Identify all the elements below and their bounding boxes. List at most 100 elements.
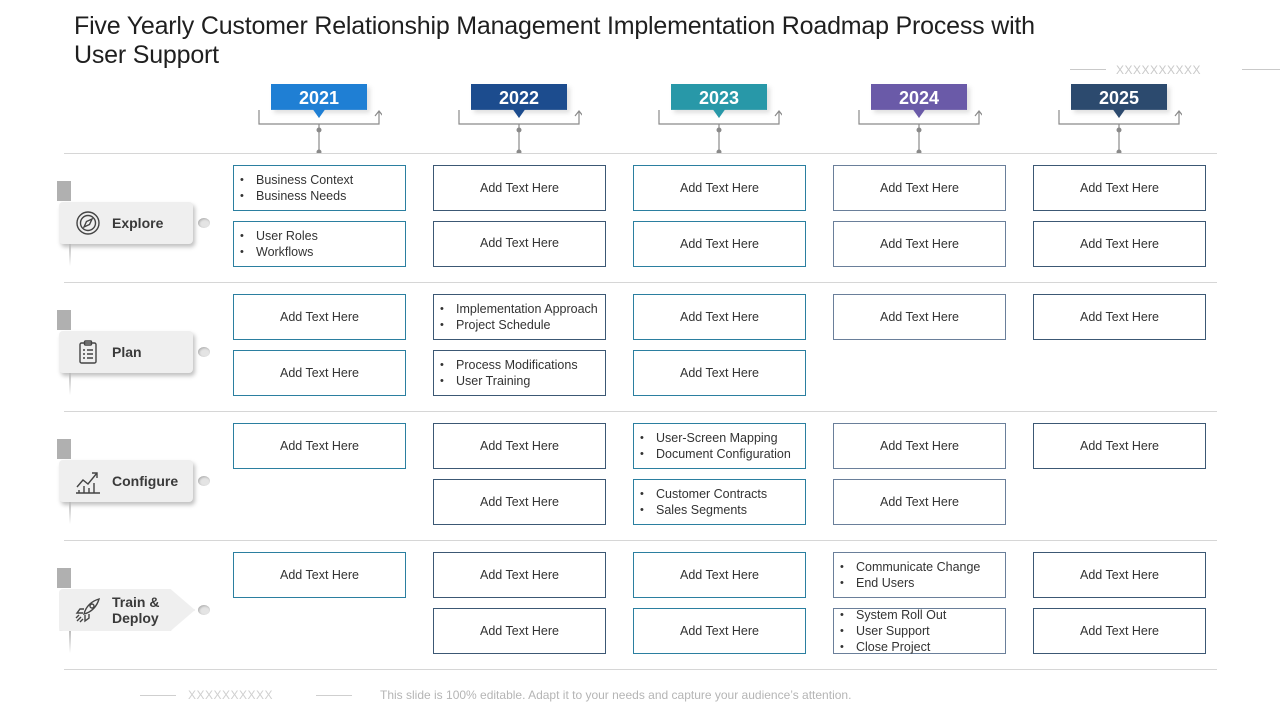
bullet-item: System Roll Out	[838, 607, 1005, 623]
placeholder-text: Add Text Here	[880, 439, 959, 453]
year-connector	[456, 110, 582, 154]
bullet-item: Communicate Change	[838, 559, 1005, 575]
phase-name-line: Deploy	[112, 610, 159, 626]
phase-name-line: Train &	[112, 594, 160, 610]
roadmap-cell[interactable]: Business Context Business Needs	[233, 165, 406, 211]
bullet-item: User Roles	[238, 228, 405, 244]
placeholder-text: Add Text Here	[1080, 237, 1159, 251]
year-connector	[656, 110, 782, 154]
roadmap-cell[interactable]: Add Text Here	[633, 350, 806, 396]
bullet-item: Business Context	[238, 172, 405, 188]
roadmap-cell[interactable]: Add Text Here	[433, 552, 606, 598]
decorative-header-mark: XXXXXXXXXX	[1070, 63, 1280, 77]
roadmap-cell[interactable]: Customer Contracts Sales Segments	[633, 479, 806, 525]
year-banner-2022: 2022	[471, 84, 570, 118]
placeholder-text: Add Text Here	[680, 568, 759, 582]
placeholder-text: Add Text Here	[880, 237, 959, 251]
placeholder-text: Add Text Here	[280, 439, 359, 453]
placeholder-text: Add Text Here	[480, 568, 559, 582]
placeholder-text: Add Text Here	[880, 495, 959, 509]
roadmap-cell[interactable]: Add Text Here	[633, 608, 806, 654]
placeholder-text: Add Text Here	[880, 181, 959, 195]
roadmap-cell[interactable]: Add Text Here	[1033, 165, 1206, 211]
placeholder-text: Add Text Here	[880, 310, 959, 324]
roadmap-cell[interactable]: Add Text Here	[433, 423, 606, 469]
roadmap-cell[interactable]: User Roles Workflows	[233, 221, 406, 267]
year-connector	[856, 110, 982, 154]
placeholder-text: Add Text Here	[680, 310, 759, 324]
decorative-text: XXXXXXXXXX	[1116, 63, 1202, 77]
phase-explore: Explore	[57, 181, 217, 273]
bullet-item: Customer Contracts	[638, 486, 805, 502]
bullet-item: End Users	[838, 575, 1005, 591]
placeholder-text: Add Text Here	[1080, 624, 1159, 638]
placeholder-text: Add Text Here	[680, 366, 759, 380]
roadmap-cell[interactable]: Add Text Here	[1033, 552, 1206, 598]
roadmap-cell[interactable]: Add Text Here	[233, 423, 406, 469]
roadmap-cell[interactable]: Add Text Here	[833, 294, 1006, 340]
year-connector	[256, 110, 382, 154]
placeholder-text: Add Text Here	[1080, 310, 1159, 324]
roadmap-cell[interactable]: User-Screen Mapping Document Configurati…	[633, 423, 806, 469]
roadmap-cell[interactable]: Add Text Here	[233, 350, 406, 396]
roadmap-cell[interactable]: Add Text Here	[433, 165, 606, 211]
bullet-item: Sales Segments	[638, 502, 805, 518]
roadmap-cell[interactable]: Add Text Here	[833, 423, 1006, 469]
phase-name: Explore	[112, 215, 164, 231]
year-banner-2023: 2023	[671, 84, 770, 118]
bullet-item: Project Schedule	[438, 317, 605, 333]
placeholder-text: Add Text Here	[480, 181, 559, 195]
phase-name: Configure	[112, 473, 179, 489]
roadmap-cell[interactable]: Communicate Change End Users	[833, 552, 1006, 598]
placeholder-text: Add Text Here	[1080, 568, 1159, 582]
roadmap-cell[interactable]: Add Text Here	[833, 479, 1006, 525]
roadmap-cell[interactable]: Add Text Here	[433, 479, 606, 525]
year-label: 2022	[498, 88, 540, 108]
footer-note: This slide is 100% editable. Adapt it to…	[380, 688, 852, 702]
roadmap-cell[interactable]: Add Text Here	[633, 552, 806, 598]
roadmap-cell[interactable]: Add Text Here	[1033, 221, 1206, 267]
roadmap-cell[interactable]: Add Text Here	[233, 552, 406, 598]
roadmap-cell[interactable]: Add Text Here	[233, 294, 406, 340]
phase-card: Train & Deploy	[59, 589, 195, 631]
roadmap-cell[interactable]: Add Text Here	[433, 608, 606, 654]
placeholder-text: Add Text Here	[280, 366, 359, 380]
phase-card: Configure	[59, 460, 193, 502]
roadmap-cell[interactable]: Add Text Here	[1033, 608, 1206, 654]
roadmap-cell[interactable]: Process Modifications User Training	[433, 350, 606, 396]
compass-icon	[74, 209, 102, 237]
roadmap-cell[interactable]: Add Text Here	[1033, 423, 1206, 469]
bullet-item: Business Needs	[238, 188, 405, 204]
placeholder-text: Add Text Here	[280, 568, 359, 582]
roadmap-cell[interactable]: System Roll Out User Support Close Proje…	[833, 607, 1006, 655]
phase-plan: Plan	[57, 310, 217, 402]
roadmap-cell[interactable]: Add Text Here	[633, 294, 806, 340]
placeholder-text: Add Text Here	[480, 236, 559, 250]
decorative-text: XXXXXXXXXX	[188, 688, 274, 702]
bullet-item: Close Project	[838, 639, 1005, 655]
year-label: 2023	[698, 88, 740, 108]
bullet-item: User Support	[838, 623, 1005, 639]
row-divider	[64, 540, 1217, 541]
placeholder-text: Add Text Here	[680, 237, 759, 251]
roadmap-cell[interactable]: Add Text Here	[833, 221, 1006, 267]
page-title: Five Yearly Customer Relationship Manage…	[74, 12, 1035, 69]
roadmap-cell[interactable]: Add Text Here	[633, 165, 806, 211]
roadmap-cell[interactable]: Add Text Here	[633, 221, 806, 267]
bullet-item: Process Modifications	[438, 357, 605, 373]
row-divider	[64, 153, 1217, 154]
roadmap-cell[interactable]: Add Text Here	[433, 221, 606, 267]
phase-configure: Configure	[57, 439, 217, 531]
growth-chart-icon	[74, 467, 102, 495]
rocket-icon	[74, 596, 102, 624]
roadmap-cell[interactable]: Add Text Here	[833, 165, 1006, 211]
roadmap-cell[interactable]: Add Text Here	[1033, 294, 1206, 340]
phase-name: Train & Deploy	[112, 594, 159, 626]
year-banner-2024: 2024	[871, 84, 970, 118]
row-divider	[64, 411, 1217, 412]
bullet-item: Implementation Approach	[438, 301, 605, 317]
roadmap-cell[interactable]: Implementation Approach Project Schedule	[433, 294, 606, 340]
year-connector	[1056, 110, 1182, 154]
placeholder-text: Add Text Here	[680, 181, 759, 195]
bullet-item: User-Screen Mapping	[638, 430, 805, 446]
